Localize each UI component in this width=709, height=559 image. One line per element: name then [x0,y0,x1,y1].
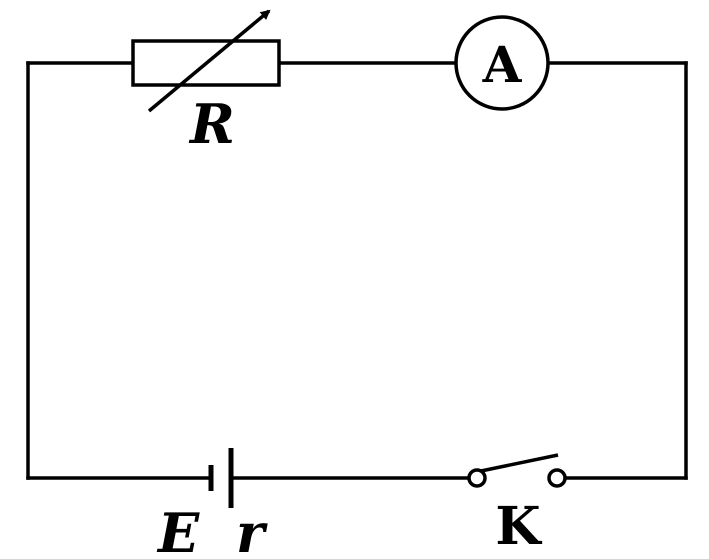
emf-label: E [156,501,200,559]
battery [208,448,234,508]
switch-label: K [495,496,542,557]
resistor-label: R [188,92,235,156]
ammeter: A [454,15,550,111]
wires [26,61,688,480]
switch-terminal-right [547,468,567,488]
switch [467,453,567,488]
variable-resistor [131,9,281,113]
ammeter-label: A [482,35,523,94]
switch-terminal-left [467,468,487,488]
variable-arrow-icon [147,9,271,113]
internal-resistance-label: r [236,501,268,559]
ammeter-circle [454,15,550,111]
switch-lever [480,453,559,473]
